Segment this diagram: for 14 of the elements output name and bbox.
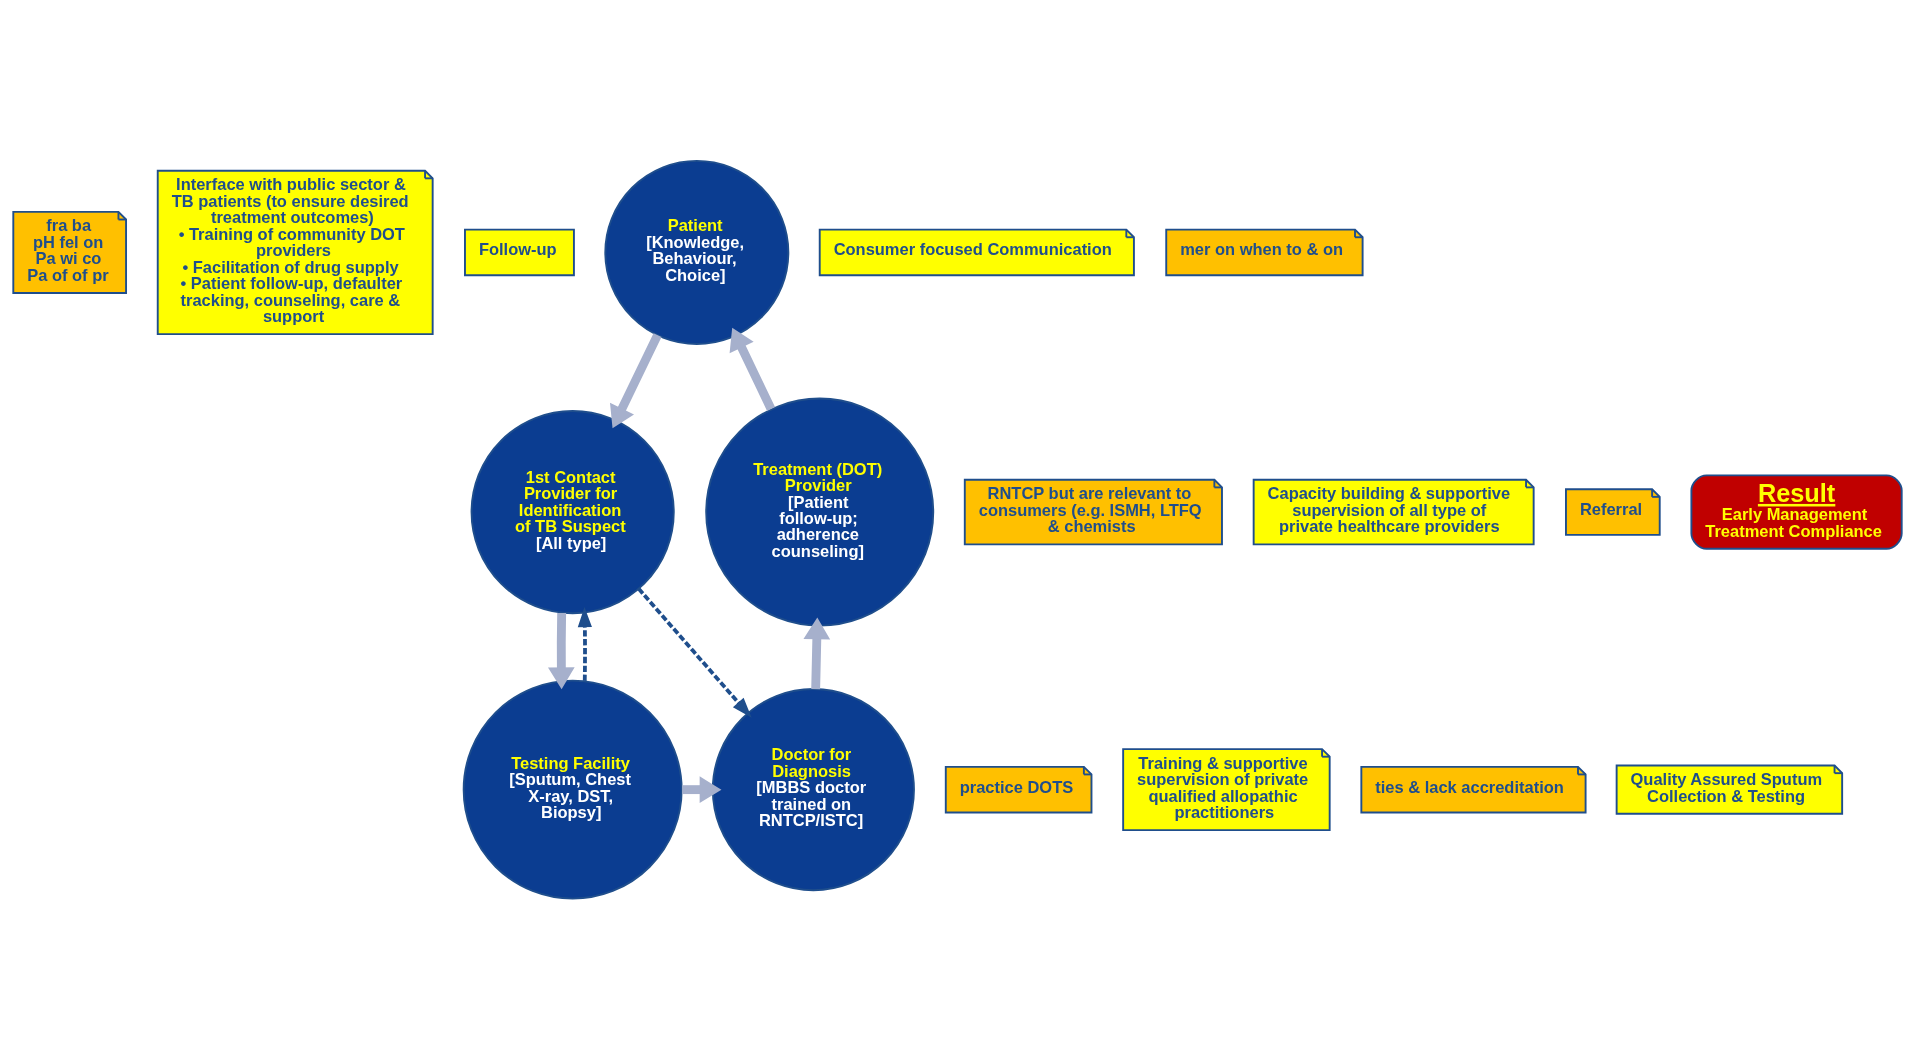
arrow [682,776,722,803]
arrow [547,612,575,690]
node-circle: Treatment (DOT) Provider [Patient follow-up; adherence counseling] [705,397,935,627]
arrow [729,327,776,411]
arrow [609,333,662,429]
node-box: Result Early Management Treatment Compliance [1690,474,1903,550]
node-circle: 1st Contact Provider for Identification of TB Suspect [All type] [470,410,675,615]
arrow [637,587,752,718]
node-circle: Doctor for Diagnosis [MBBS doctor trained on RNTCP/ISTC] [711,688,915,892]
node-circle: Patient [Knowledge, Behaviour, Choice] [604,159,790,345]
node-circle: Testing Facility [Sputum, Chest X-ray, DST, Biopsy] [462,679,683,900]
node-box: Follow-up [464,228,575,277]
arrow [803,617,831,690]
arrow [577,606,592,681]
